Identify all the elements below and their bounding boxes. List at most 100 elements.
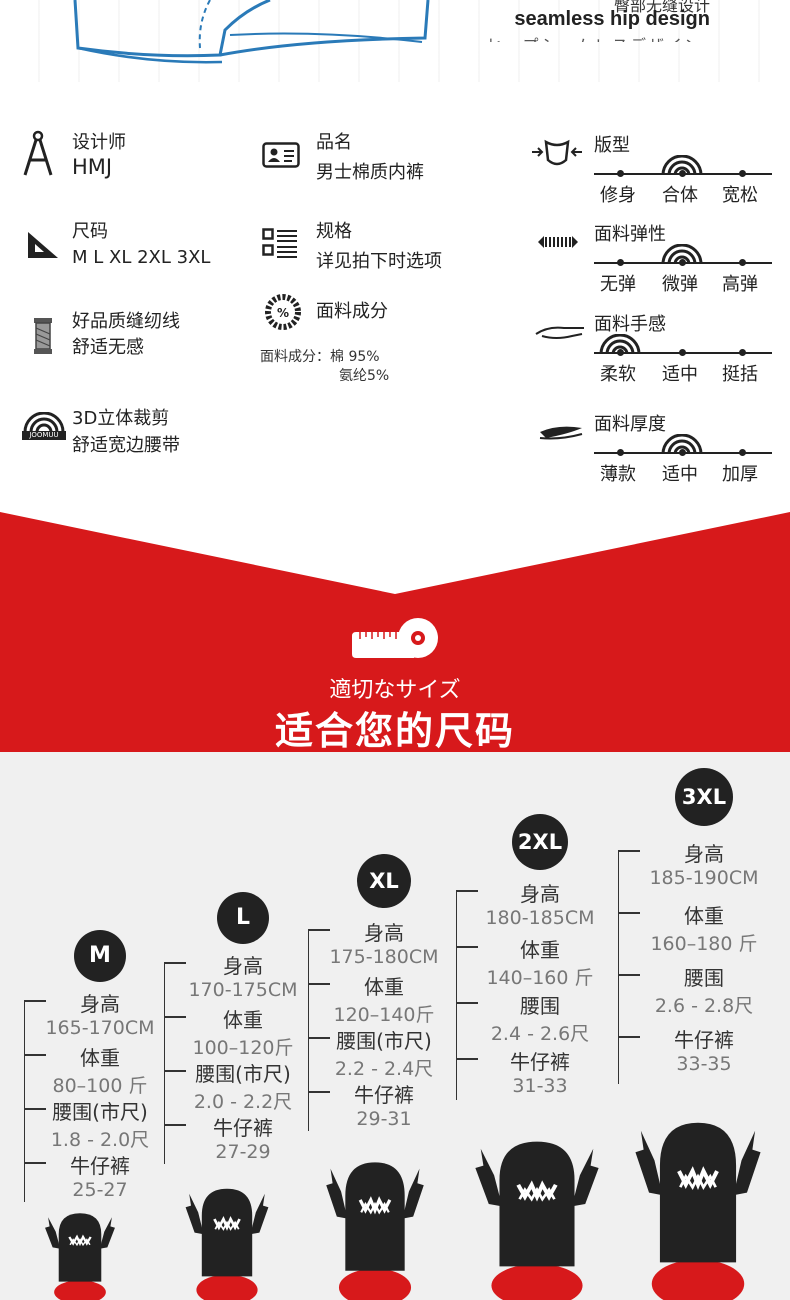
- banner-subtitle-jp: 適切なサイズ: [329, 678, 461, 703]
- size-bracket: [456, 890, 457, 1100]
- scale-dot: [739, 259, 746, 266]
- size-row-key: 体重: [520, 938, 560, 962]
- joomuu-logo-text: JOOMUU: [22, 431, 66, 440]
- designer-label: 设计师: [72, 132, 126, 153]
- joomuu-logo-icon: JOOMUU: [22, 412, 66, 440]
- scale-option-label: 适中: [662, 464, 698, 485]
- spec-label: 规格: [316, 221, 352, 242]
- size-row-key: 身高: [520, 882, 560, 906]
- thread-value: 舒适无感: [72, 337, 144, 358]
- monster-mascot-icon: [475, 1141, 599, 1300]
- size-row-key: 牛仔裤: [510, 1050, 570, 1074]
- size-bracket-tick: [24, 1000, 46, 1002]
- fabric-label: 面料成分: [316, 301, 388, 322]
- monster-mascot-icon: [326, 1162, 424, 1300]
- size-row-value: 2.6 - 2.8尺: [654, 995, 754, 1017]
- size-row: 体重 120–140斤: [304, 971, 464, 1027]
- size-bracket-tick: [308, 1037, 330, 1039]
- ruler-triangle-icon: [28, 232, 58, 258]
- hand-touch-icon: [535, 326, 584, 339]
- scale-selected-marker: [661, 434, 703, 455]
- specs-section: 设计师 HMJ 尺码 M L XL 2XL 3XL 好品质缝纫线 舒适无感 JO…: [0, 82, 790, 512]
- size-bracket: [164, 962, 165, 1164]
- scale-dot: [617, 259, 624, 266]
- size-row-key: 体重: [364, 975, 404, 999]
- size-bracket-tick: [164, 962, 186, 964]
- size-row-value: 2.0 - 2.2尺: [193, 1091, 293, 1113]
- size-row-value: 120–140斤: [333, 1004, 435, 1026]
- scale-elasticity-title: 面料弹性: [594, 224, 666, 245]
- scale-option-label: 修身: [600, 185, 636, 206]
- size-bracket-tick: [308, 983, 330, 985]
- scale-option-label: 加厚: [722, 464, 758, 485]
- size-row-key: 体重: [684, 904, 724, 928]
- size-bracket-tick: [24, 1162, 46, 1164]
- hip-design-cn: 臀部无缝设计: [613, 0, 710, 15]
- size-bracket-tick: [24, 1108, 46, 1110]
- scale-dot: [679, 170, 686, 177]
- size-row-value: 31-33: [512, 1075, 568, 1097]
- scale-dot: [739, 349, 746, 356]
- id-card-icon: [262, 142, 300, 168]
- scale-option-label: 挺括: [722, 364, 758, 385]
- size-row-key: 身高: [684, 842, 724, 866]
- size-row-value: 185-190CM: [649, 867, 759, 889]
- scale-option-label: 适中: [662, 364, 698, 385]
- thread-spool-icon: [34, 318, 52, 354]
- size-badge: M: [74, 930, 126, 982]
- compass-icon: [23, 130, 53, 176]
- scale-option-label: 微弹: [662, 274, 698, 295]
- size-row-key: 牛仔裤: [213, 1116, 273, 1140]
- scale-dot: [617, 170, 624, 177]
- monster-mascot-icon: [45, 1213, 115, 1300]
- size-row-value: 1.8 - 2.0尺: [50, 1129, 150, 1151]
- product-value: 男士棉质内裤: [316, 162, 424, 183]
- scale-dot: [739, 449, 746, 456]
- scale-thickness-title: 面料厚度: [594, 414, 666, 435]
- spec-value: 详见拍下时选项: [316, 251, 442, 272]
- size-row-key: 腰围: [684, 966, 724, 990]
- size-bracket-tick: [456, 890, 478, 892]
- monster-mascot-icon: [635, 1122, 761, 1300]
- size-row-value: 160–180 斤: [650, 933, 758, 955]
- scale-dot: [679, 259, 686, 266]
- scale-selected-marker: [661, 244, 703, 265]
- scale-elasticity: 面料弹性 无弹微弹高弹: [594, 220, 772, 295]
- size-bracket-tick: [308, 1091, 330, 1093]
- scale-hand-feel: 面料手感 柔软适中挺括: [594, 310, 772, 385]
- background-grid: [0, 0, 790, 82]
- size-bracket-tick: [456, 1058, 478, 1060]
- product-label: 品名: [316, 132, 352, 153]
- size-row-key: 腰围(市尺): [336, 1029, 432, 1053]
- cut-value: 舒适宽边腰带: [72, 435, 180, 456]
- underwear-illustration: [73, 0, 430, 64]
- size-row-value: 29-31: [356, 1108, 412, 1130]
- scale-selected-marker: [661, 155, 703, 176]
- size-bracket-tick: [24, 1054, 46, 1056]
- scale-dot: [679, 349, 686, 356]
- percent-gauge-icon: %: [265, 294, 301, 330]
- size-bracket-tick: [164, 1070, 186, 1072]
- size-row-key: 腰围(市尺): [52, 1100, 148, 1124]
- scale-dot: [617, 449, 624, 456]
- size-label: 尺码: [72, 221, 108, 242]
- size-badge: XL: [357, 854, 411, 908]
- size-bracket-tick: [618, 850, 640, 852]
- scale-fit-title: 版型: [594, 135, 630, 156]
- hero-section: 臀部无缝设计 seamless hip design ヒップシームレスデザイン: [0, 0, 790, 82]
- size-row-key: 牛仔裤: [354, 1083, 414, 1107]
- size-row: 腰围(市尺) 2.0 - 2.2尺: [163, 1058, 323, 1114]
- size-bracket-tick: [456, 1002, 478, 1004]
- size-row-value: 100–120斤: [192, 1037, 294, 1059]
- size-row-key: 腰围(市尺): [195, 1062, 291, 1086]
- scale-dot: [739, 170, 746, 177]
